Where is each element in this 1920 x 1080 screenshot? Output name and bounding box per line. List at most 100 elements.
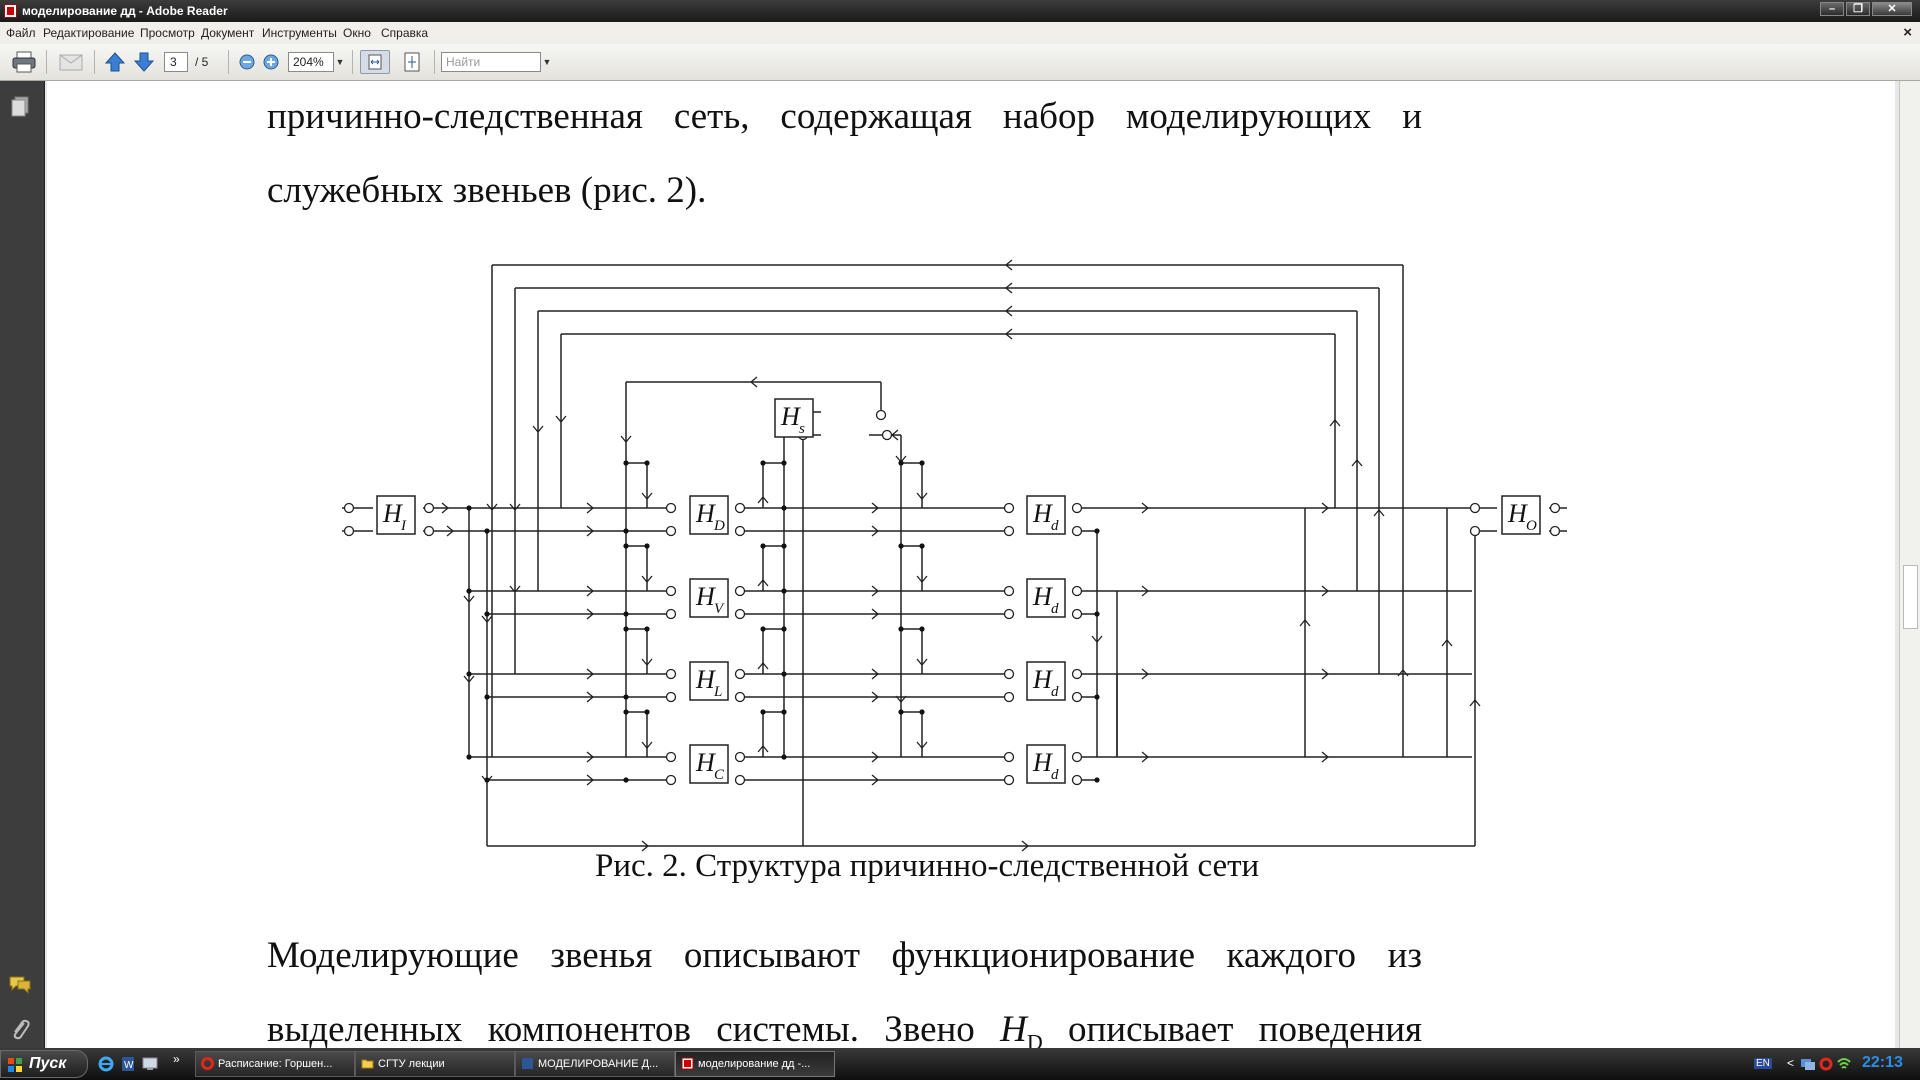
minimize-button[interactable]: – xyxy=(1820,2,1844,16)
toolbar: 3 / 5 204% ▼ Найти ▼ xyxy=(0,44,1920,81)
junction-dot xyxy=(919,709,925,715)
flow-arrow xyxy=(641,840,650,852)
flow-arrow xyxy=(509,585,521,594)
port-circle xyxy=(1071,608,1083,620)
restore-button[interactable]: ❐ xyxy=(1846,2,1870,16)
port-circle xyxy=(881,429,893,441)
menu-edit[interactable]: Редактирование xyxy=(43,26,135,40)
task-word-document[interactable]: МОДЕЛИРОВАНИЕ Д... xyxy=(515,1051,675,1077)
task-opera[interactable]: Расписание: Горшен... xyxy=(195,1051,355,1077)
junction-dot xyxy=(1094,611,1100,617)
desktop-icon[interactable] xyxy=(142,1056,158,1072)
start-button[interactable]: Пуск xyxy=(0,1050,88,1078)
svg-text:W: W xyxy=(124,1060,134,1071)
email-icon[interactable] xyxy=(56,50,86,74)
word-icon[interactable]: W xyxy=(120,1056,136,1072)
menu-help[interactable]: Справка xyxy=(381,26,429,40)
block-subscript: I xyxy=(400,518,407,534)
port-circle xyxy=(734,751,746,763)
junction-dot xyxy=(623,543,629,549)
page-number-input[interactable]: 3 xyxy=(164,52,188,72)
scroll-thumb[interactable] xyxy=(1903,565,1918,629)
port-circle xyxy=(423,502,435,514)
zoom-out-icon[interactable] xyxy=(237,50,257,74)
zoom-dropdown-icon[interactable]: ▼ xyxy=(335,57,345,67)
wifi-icon[interactable] xyxy=(1836,1056,1852,1072)
next-page-icon[interactable] xyxy=(132,50,156,74)
task-folder[interactable]: СГТУ лекции xyxy=(355,1051,515,1077)
menu-file[interactable]: Файл xyxy=(6,26,36,40)
fit-page-icon[interactable] xyxy=(397,50,427,74)
opera-icon[interactable] xyxy=(1818,1056,1834,1072)
port-circle xyxy=(665,668,677,680)
block-label: H xyxy=(1032,665,1053,694)
tray-expand-button[interactable]: < xyxy=(1787,1056,1795,1070)
flow-arrow xyxy=(1351,458,1363,467)
search-dropdown-icon[interactable]: ▼ xyxy=(542,57,552,67)
junction-dot xyxy=(466,588,472,594)
pdf-icon xyxy=(681,1057,694,1070)
close-document-icon[interactable]: × xyxy=(1903,24,1912,41)
ie-icon[interactable] xyxy=(98,1056,114,1072)
pdf-page: причинно-следственная сеть, содержащая н… xyxy=(47,81,1895,1048)
close-button[interactable]: ✕ xyxy=(1872,2,1912,16)
network-icon[interactable] xyxy=(1800,1056,1816,1072)
port-circle xyxy=(875,409,887,421)
junction-dot xyxy=(623,777,629,783)
junction-dot xyxy=(623,460,629,466)
language-indicator[interactable]: EN xyxy=(1754,1058,1772,1069)
taskbar: Пуск W » Расписание: Горшен... СГТУ лекц… xyxy=(0,1048,1920,1080)
menu-window[interactable]: Окно xyxy=(343,26,371,40)
junction-dot xyxy=(623,611,629,617)
fit-width-button[interactable] xyxy=(360,50,390,74)
task-adobe-reader[interactable]: моделирование дд -... xyxy=(675,1051,835,1077)
flow-arrow xyxy=(641,575,653,584)
menu-view[interactable]: Просмотр xyxy=(140,26,195,40)
attachments-icon[interactable] xyxy=(9,1016,31,1042)
block-subscript: d xyxy=(1051,601,1059,617)
port-circle xyxy=(1003,751,1015,763)
search-input[interactable]: Найти xyxy=(441,52,541,72)
junction-dot xyxy=(1094,777,1100,783)
junction-dot xyxy=(898,709,904,715)
prev-page-icon[interactable] xyxy=(103,50,127,74)
block-box xyxy=(689,744,729,784)
block-box xyxy=(1026,578,1066,618)
flow-arrow xyxy=(1004,305,1013,317)
folder-icon xyxy=(361,1059,374,1069)
connection-line xyxy=(626,545,648,591)
menu-document[interactable]: Документ xyxy=(201,26,255,40)
zoom-level-input[interactable]: 204% xyxy=(288,52,334,72)
junction-dot xyxy=(484,528,490,534)
pages-icon[interactable] xyxy=(9,95,31,119)
more-quicklaunch[interactable]: » xyxy=(173,1052,180,1066)
connection-line xyxy=(626,462,648,508)
block-box xyxy=(1026,661,1066,701)
block-box xyxy=(1026,495,1066,535)
print-icon[interactable] xyxy=(10,50,38,74)
flow-arrow xyxy=(463,675,475,684)
clock: 22:13 xyxy=(1862,1054,1903,1071)
flow-arrow xyxy=(916,575,928,584)
document-view[interactable]: причинно-следственная сеть, содержащая н… xyxy=(45,81,1900,1048)
port-circle xyxy=(665,774,677,786)
zoom-in-icon[interactable] xyxy=(261,50,281,74)
flow-arrow xyxy=(1004,328,1013,340)
comments-icon[interactable] xyxy=(8,974,32,996)
block-box xyxy=(689,578,729,618)
port-circle xyxy=(734,668,746,680)
flow-arrow xyxy=(1021,840,1030,852)
block-box xyxy=(376,495,416,535)
flow-arrow xyxy=(757,578,769,587)
menu-tools[interactable]: Инструменты xyxy=(262,26,337,40)
vertical-scrollbar[interactable] xyxy=(1899,81,1920,1048)
junction-dot xyxy=(919,460,925,466)
junction-dot xyxy=(760,626,766,632)
paragraph-line: служебных звеньев (рис. 2). xyxy=(267,170,707,211)
port-circle xyxy=(343,502,355,514)
